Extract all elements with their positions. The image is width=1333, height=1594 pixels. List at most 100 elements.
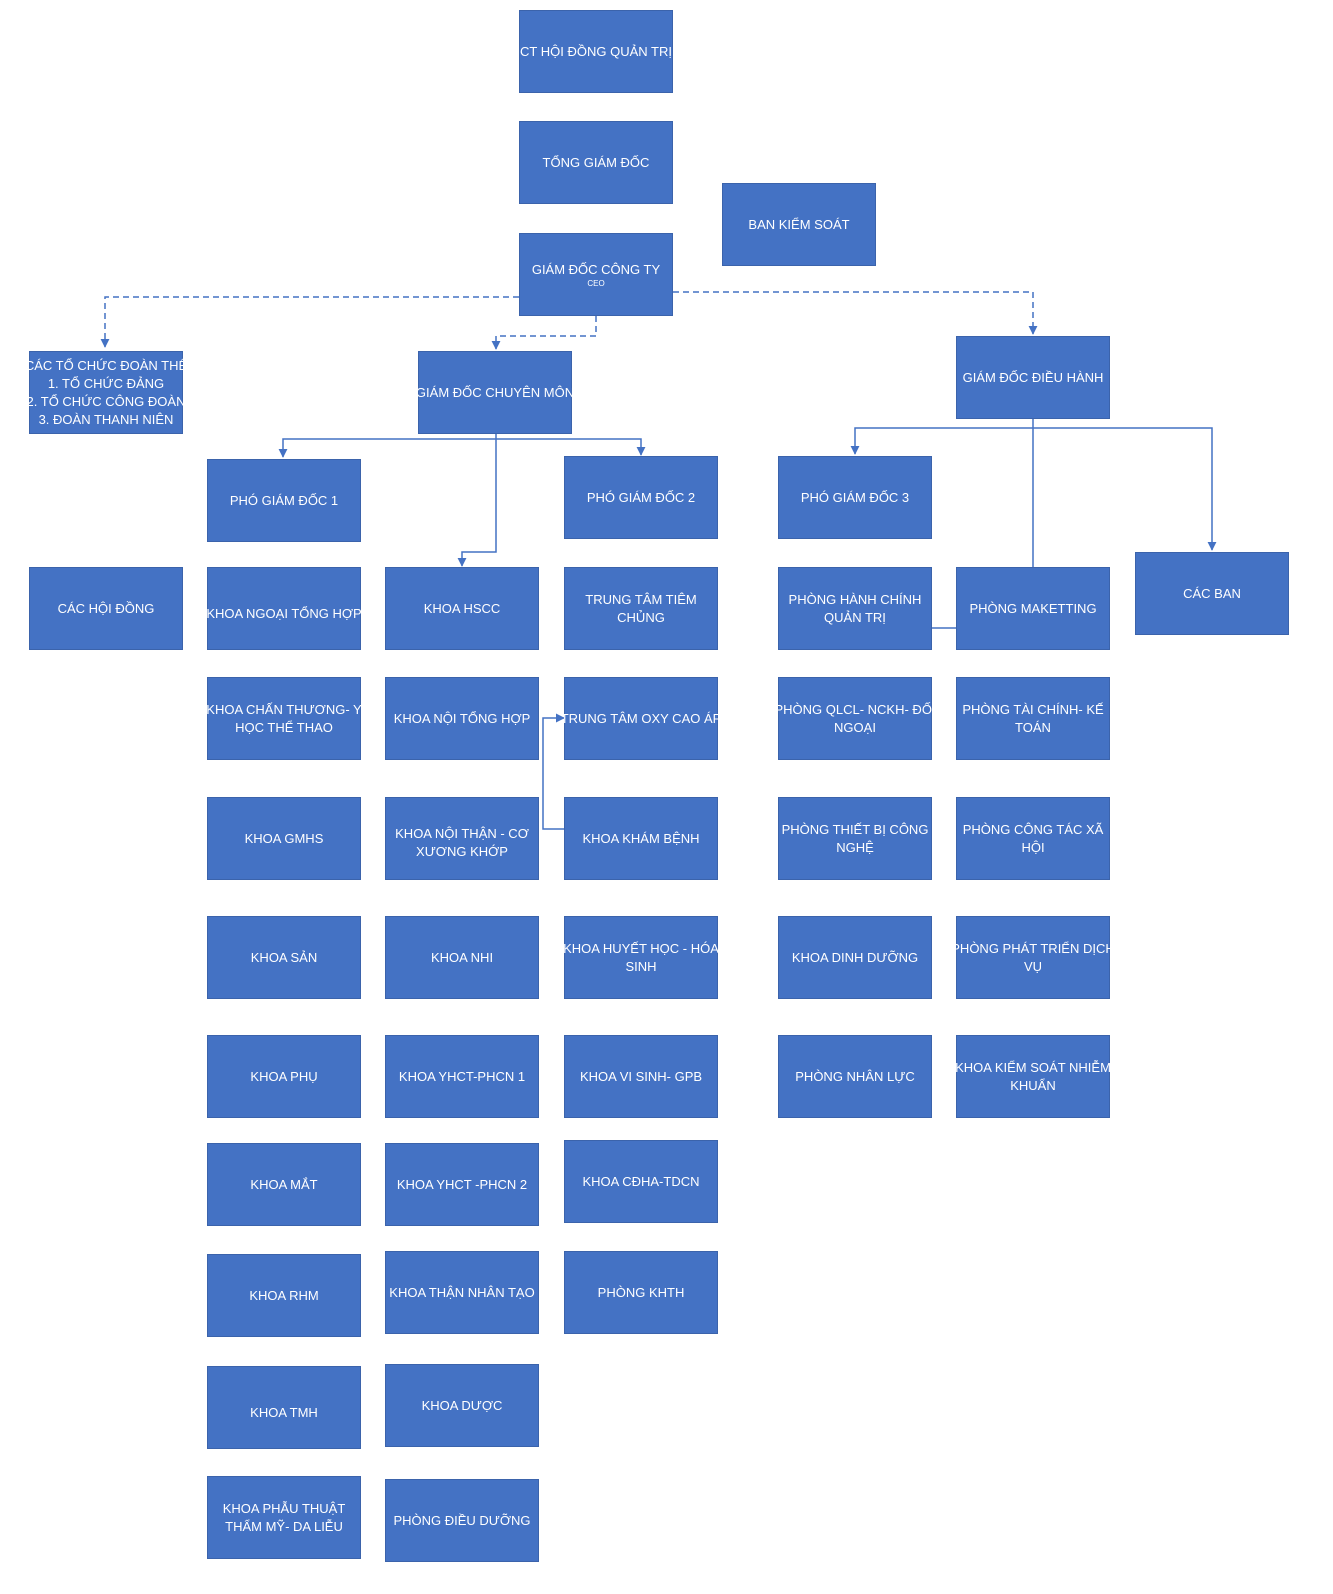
box-trung-tam-tiem-chung: TRUNG TÂM TIÊM CHỦNG xyxy=(564,567,718,650)
box-label-line: PHÒNG KHTH xyxy=(597,1284,685,1300)
box-label-line: KHUẨN xyxy=(1010,1077,1056,1093)
box-giam-doc-chuyen-mon: GIÁM ĐỐC CHUYÊN MÔN xyxy=(416,351,574,434)
box-khoa-chan-thuong: KHOA CHẤN THƯƠNG- Y HỌC THỂ THAO xyxy=(206,677,362,760)
box-label-line: THẨM MỸ- DA LIỄU xyxy=(225,1518,343,1534)
box-label-line: PHÒNG QLCL- NCKH- ĐỐI xyxy=(774,701,936,717)
box-label-line: KHOA SẢN xyxy=(250,949,318,965)
box-label-line: KHOA PHẪU THUẬT xyxy=(222,1500,346,1516)
box-label-line: HỌC THỂ THAO xyxy=(235,719,333,735)
box-label-line: KHOA NHI xyxy=(430,949,494,965)
box-khoa-kham-benh: KHOA KHÁM BỆNH xyxy=(564,797,718,880)
box-tong-giam-doc: TỔNG GIÁM ĐỐC xyxy=(519,121,673,204)
box-phong-qlcl: PHÒNG QLCL- NCKH- ĐỐI NGOẠI xyxy=(774,677,936,760)
box-khoa-noi-tong-hop: KHOA NỘI TỔNG HỢP xyxy=(385,677,539,760)
box-label-line: TRUNG TÂM TIÊM xyxy=(585,591,697,607)
box-giam-doc-dieu-hanh: GIÁM ĐỐC ĐIỀU HÀNH xyxy=(956,336,1110,419)
box-label-line: PHÓ GIÁM ĐỐC 2 xyxy=(586,489,696,505)
box-label-line: PHÒNG PHÁT TRIỂN DỊCH xyxy=(951,940,1115,956)
box-phong-nhan-luc: PHÒNG NHÂN LỰC xyxy=(778,1035,932,1118)
box-label-line: HỘI xyxy=(1021,839,1045,855)
box-trung-tam-oxy: TRUNG TÂM OXY CAO ÁP xyxy=(561,677,721,760)
box-label-line: XƯƠNG KHỚP xyxy=(416,843,508,859)
box-phong-thiet-bi: PHÒNG THIẾT BỊ CÔNG NGHỆ xyxy=(778,797,932,880)
box-phong-cong-tac-xa-hoi: PHÒNG CÔNG TÁC XÃ HỘI xyxy=(956,797,1110,880)
box-ban-kiem-soat: BAN KIỂM SOÁT xyxy=(722,183,876,266)
link-ceo-chuyen-mon xyxy=(491,316,597,350)
box-khoa-nhi: KHOA NHI xyxy=(385,916,539,999)
box-label-line: SINH xyxy=(625,958,657,974)
box-label-line: BAN KIỂM SOÁT xyxy=(748,216,850,232)
box-khoa-gmhs: KHOA GMHS xyxy=(207,797,361,880)
box-label-line: TRUNG TÂM OXY CAO ÁP xyxy=(560,710,722,726)
box-label-line: VỤ xyxy=(1023,958,1043,974)
link-cm-hscc xyxy=(457,434,497,567)
link-kham-benh-oxy xyxy=(542,713,565,830)
box-label-line: GIÁM ĐỐC ĐIỀU HÀNH xyxy=(962,369,1104,385)
box-label-line: 2. TỔ CHỨC CÔNG ĐOÀN xyxy=(26,393,186,409)
box-khoa-duoc: KHOA DƯỢC xyxy=(385,1364,539,1447)
box-khoa-rhm: KHOA RHM xyxy=(207,1254,361,1337)
box-label-line: KHOA VI SINH- GPB xyxy=(579,1068,703,1084)
box-label-line: NGHỆ xyxy=(836,839,874,855)
box-khoa-phau-thuat: KHOA PHẪU THUẬT THẨM MỸ- DA LIỄU xyxy=(207,1476,361,1559)
box-label-line: KHOA KHÁM BỆNH xyxy=(582,830,700,846)
box-khoa-mat: KHOA MẮT xyxy=(207,1143,361,1226)
link-ceo-doan-the xyxy=(100,296,519,348)
box-label-line: PHÒNG CÔNG TÁC XÃ xyxy=(962,821,1104,837)
box-label-line: KHOA DƯỢC xyxy=(421,1397,503,1413)
box-phong-dieu-duong: PHÒNG ĐIỀU DƯỠNG xyxy=(385,1479,539,1562)
box-khoa-cdha: KHOA CĐHA-TDCN xyxy=(564,1140,718,1223)
box-label-line: KHOA GMHS xyxy=(244,830,324,846)
box-phong-khth: PHÒNG KHTH xyxy=(564,1251,718,1334)
box-pho-giam-doc-3: PHÓ GIÁM ĐỐC 3 xyxy=(778,456,932,539)
box-khoa-vi-sinh: KHOA VI SINH- GPB xyxy=(564,1035,718,1118)
box-label-line: PHÓ GIÁM ĐỐC 1 xyxy=(229,492,339,508)
box-label-line: KHOA NGOẠI TỔNG HỢP xyxy=(206,605,362,621)
box-label-line: KHOA PHỤ xyxy=(250,1068,318,1084)
box-label-line: NGOẠI xyxy=(834,719,876,735)
box-label-line: 1. TỔ CHỨC ĐẢNG xyxy=(47,375,165,391)
box-label-line: KHOA RHM xyxy=(249,1287,319,1303)
box-label-line: QUẢN TRỊ xyxy=(824,609,886,625)
box-sub-label: CEO xyxy=(587,278,605,288)
box-ct-hoi-dong-quan-tri: CT HỘI ĐỒNG QUẢN TRỊ xyxy=(519,10,673,93)
box-label-line: CT HỘI ĐỒNG QUẢN TRỊ xyxy=(520,43,672,59)
box-label-line: KHOA HSCC xyxy=(423,600,501,616)
box-khoa-dinh-duong: KHOA DINH DƯỠNG xyxy=(778,916,932,999)
box-label-line: KHOA CHẤN THƯƠNG- Y xyxy=(206,701,362,717)
link-cm-pgd1-pgd2 xyxy=(278,438,646,458)
box-label-line: CÁC HỘI ĐỒNG xyxy=(57,600,155,616)
box-pho-giam-doc-2: PHÓ GIÁM ĐỐC 2 xyxy=(564,456,718,539)
box-khoa-noi-than: KHOA NỘI THẬN - CƠ XƯƠNG KHỚP xyxy=(385,797,539,880)
box-label-line: 3. ĐOÀN THANH NIÊN xyxy=(38,411,174,427)
box-label-line: PHÒNG THIẾT BỊ CÔNG xyxy=(781,821,929,837)
box-label-line: KHOA DINH DƯỠNG xyxy=(791,949,919,965)
box-label-line: CHỦNG xyxy=(617,609,665,625)
box-khoa-san: KHOA SẢN xyxy=(207,916,361,999)
box-label-line: KHOA NỘI THẬN - CƠ xyxy=(395,825,529,841)
box-khoa-hscc: KHOA HSCC xyxy=(385,567,539,650)
box-phong-maketting: PHÒNG MAKETTING xyxy=(956,567,1110,650)
box-khoa-than-nhan-tao: KHOA THẬN NHÂN TẠO xyxy=(385,1251,539,1334)
box-label-line: KHOA YHCT -PHCN 2 xyxy=(396,1176,528,1192)
box-label-line: PHÒNG MAKETTING xyxy=(969,600,1097,616)
box-cac-ban: CÁC BAN xyxy=(1135,552,1289,635)
box-label-line: KHOA TMH xyxy=(250,1404,318,1420)
box-label-line: CÁC TỔ CHỨC ĐOÀN THỂ xyxy=(24,357,188,373)
box-label-line: PHÓ GIÁM ĐỐC 3 xyxy=(800,489,910,505)
box-label-line: KHOA MẮT xyxy=(250,1176,318,1192)
box-khoa-ngoai-tong-hop: KHOA NGOẠI TỔNG HỢP xyxy=(206,567,362,650)
box-phong-phat-trien-dich-vu: PHÒNG PHÁT TRIỂN DỊCH VỤ xyxy=(951,916,1115,999)
box-label-line: KHOA NỘI TỔNG HỢP xyxy=(393,710,531,726)
box-label-line: CÁC BAN xyxy=(1183,585,1241,601)
box-khoa-phu: KHOA PHỤ xyxy=(207,1035,361,1118)
box-label-line: KHOA CĐHA-TDCN xyxy=(582,1173,700,1189)
box-cac-to-chuc-doan-the: CÁC TỔ CHỨC ĐOÀN THỂ 1. TỔ CHỨC ĐẢNG 2. TỔ… xyxy=(25,351,187,434)
